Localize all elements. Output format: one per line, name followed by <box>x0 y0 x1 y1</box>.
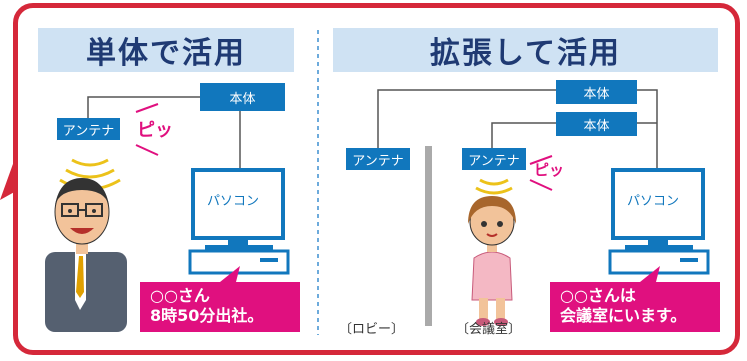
right-beep-text: ピッ <box>534 161 565 179</box>
left-callout-box: ○○さん 8時50分出社。 <box>140 282 300 332</box>
right-connection-lines <box>377 89 658 170</box>
left-unit-box: 本体 <box>200 83 285 111</box>
right-signal-waves-icon <box>475 178 513 195</box>
man-figure-icon <box>45 178 127 332</box>
wall-divider <box>425 146 432 326</box>
right-antenna-box-2: アンテナ <box>462 148 526 170</box>
right-callout-line1: ○○さんは <box>560 286 636 305</box>
left-beep-marks <box>135 103 159 156</box>
left-callout-tail <box>220 266 240 282</box>
left-beep-text: ピッ <box>137 120 173 141</box>
place-label-meeting-room: 〔会議室〕 <box>456 322 522 337</box>
place-label-lobby: 〔ロビー〕 <box>339 322 405 337</box>
left-pc-label: パソコン <box>207 194 260 209</box>
left-antenna-box: アンテナ <box>57 118 120 140</box>
left-callout-line2: 8時50分出社。 <box>150 306 264 325</box>
left-section-title: 単体で活用 <box>38 28 294 72</box>
right-pc-label: パソコン <box>627 194 680 209</box>
right-callout-box: ○○さんは 会議室にいます。 <box>550 282 720 332</box>
right-unit-box-1: 本体 <box>556 80 637 104</box>
right-unit-box-2: 本体 <box>556 112 637 136</box>
woman-figure-icon <box>468 196 516 326</box>
left-monitor-icon <box>188 168 290 275</box>
right-callout-line2: 会議室にいます。 <box>560 306 687 325</box>
right-section-title: 拡張して活用 <box>333 28 718 72</box>
speech-tail <box>0 150 18 200</box>
left-connection-lines <box>87 96 241 170</box>
right-beep-marks <box>529 155 553 191</box>
right-antenna-box-1: アンテナ <box>346 148 410 170</box>
right-callout-tail <box>640 266 660 282</box>
left-callout-line1: ○○さん <box>150 286 210 305</box>
right-monitor-icon <box>608 168 710 275</box>
